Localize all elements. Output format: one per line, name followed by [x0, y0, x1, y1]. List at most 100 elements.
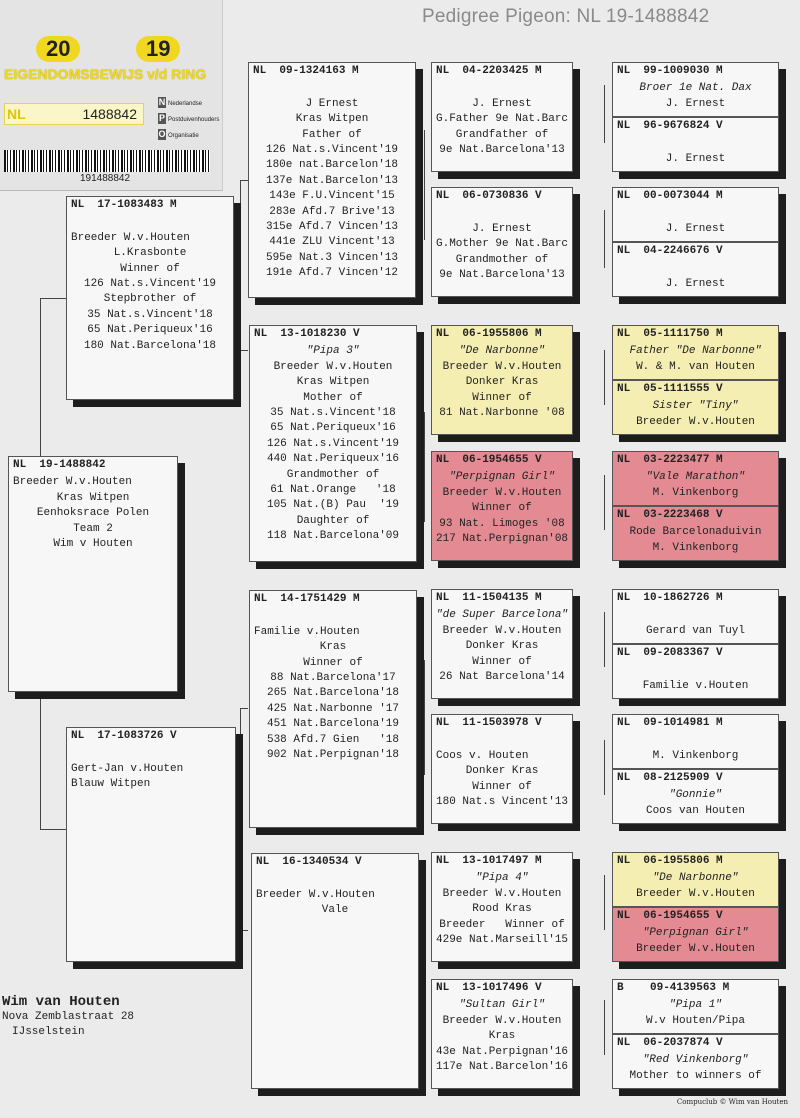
- pigeon-card-sds: NL 06-1955806 M"De Narbonne"Breeder W.v.…: [431, 325, 573, 435]
- pigeon-info-line: Breeder Winner of: [439, 918, 565, 931]
- pigeon-info-line: 126 Nat.s.Vincent'19: [266, 437, 400, 450]
- pigeon-info-line: "Perpignan Girl": [449, 471, 555, 484]
- pigeon-info-line: "Sultan Girl": [459, 999, 545, 1012]
- pigeon-info-line: Breeder W.v.Houten: [442, 1014, 562, 1027]
- pigeon-info-line: Stepbrother of: [103, 293, 197, 306]
- page-title: Pedigree Pigeon: NL 19-1488842: [422, 6, 710, 27]
- pigeon-card-sdd: NL 06-1954655 V"Perpignan Girl"Breeder W…: [431, 451, 573, 561]
- pigeon-info-line: 93 Nat. Limoges '08: [439, 517, 565, 530]
- pigeon-info-line: [617, 206, 774, 221]
- pigeon-info-line: Wim v Houten: [53, 538, 133, 551]
- pigeon-info-line: 265 Nat.Barcelona'18: [266, 687, 400, 700]
- pigeon-info-line: G.Father 9e Nat.Barc: [436, 113, 569, 126]
- pigeon-info-line: 9e Nat.Barcelona'13: [439, 144, 565, 157]
- pigeon-info-line: Winner of: [303, 656, 363, 669]
- pigeon-card-dss: NL 11-1504135 M"de Super Barcelona"Breed…: [431, 589, 573, 699]
- pigeon-card-g4_3: NL 00-0073044 M J. Ernest: [612, 187, 779, 242]
- pigeon-info-line: Rode Barcelonaduivin: [629, 526, 762, 539]
- pigeon-info-line: J. Ernest: [665, 277, 726, 290]
- ring-id: NL 06-1954655 V: [617, 910, 723, 922]
- pigeon-info-line: 180e nat.Barcelon'18: [265, 159, 399, 172]
- connector-line: [424, 130, 425, 240]
- ring-id: NL 04-2246676 V: [617, 245, 723, 257]
- pigeon-info-line: Gert-Jan v.Houten: [71, 762, 184, 775]
- pigeon-card-g4_15: B 09-4139563 M"Pipa 1"W.v Houten/Pipa: [612, 979, 779, 1034]
- pigeon-info-line: "Pipa 1": [669, 999, 722, 1012]
- pigeon-info-line: 441e ZLU Vincent'13: [269, 236, 395, 249]
- pigeon-info-line: [617, 663, 774, 678]
- pigeon-info-line: Donker Kras: [465, 376, 539, 389]
- pigeon-info-line: Winner of: [472, 655, 532, 668]
- pigeon-info-line: Winner of: [472, 502, 532, 515]
- ring-id: NL 11-1503978 V: [436, 717, 542, 729]
- pigeon-info-line: 65 Nat.Periqueux'16: [270, 422, 396, 435]
- pigeon-info-line: G.Mother 9e Nat.Barc: [436, 238, 569, 251]
- pigeon-card-g4_10: NL 09-2083367 V Familie v.Houten: [612, 644, 779, 699]
- pigeon-info-line: Winner of: [472, 780, 532, 793]
- ring-id: NL 16-1340534 V: [256, 856, 362, 868]
- ring-id: NL 09-1014981 M: [617, 717, 723, 729]
- ring-id: NL 06-1955806 M: [617, 855, 723, 867]
- ring-id: NL 05-1111555 V: [617, 383, 723, 395]
- connector-line: [240, 708, 241, 933]
- pigeon-info-line: [436, 206, 568, 221]
- connector-line: [604, 1000, 605, 1055]
- ring-id: NL 13-1018230 V: [254, 328, 360, 340]
- pigeon-info-line: 81 Nat.Narbonne '08: [439, 407, 565, 420]
- pigeon-info-line: 9e Nat.Barcelona'13: [439, 269, 565, 282]
- pigeon-info-line: [254, 609, 412, 624]
- pigeon-info-line: 118 Nat.Barcelona'09: [266, 530, 400, 543]
- owner-block: Wim van Houten Nova Zemblastraat 28 IJss…: [2, 994, 134, 1040]
- ring-id: NL 13-1017497 M: [436, 855, 542, 867]
- pigeon-info-line: Winner of: [120, 262, 180, 275]
- connector-line: [40, 829, 66, 830]
- pigeon-info-line: [71, 746, 231, 761]
- pigeon-info-line: Breeder W.v.Houten: [273, 360, 393, 373]
- pigeon-info-line: J. Ernest: [665, 152, 726, 165]
- pigeon-info-line: L.Krasbonte: [113, 247, 187, 260]
- connector-line: [604, 740, 605, 795]
- pigeon-card-dds: NL 13-1017497 M"Pipa 4"Breeder W.v.Houte…: [431, 852, 573, 962]
- pigeon-info-line: Breeder W.v.Houten: [442, 624, 562, 637]
- ring-id: NL 06-1954655 V: [436, 454, 542, 466]
- pigeon-info-line: Father "De Narbonne": [629, 345, 762, 358]
- ring-id: NL 17-1083483 M: [71, 199, 177, 211]
- pigeon-info-line: "Pipa 4": [475, 872, 529, 885]
- pigeon-info-line: Kras Witpen: [295, 113, 369, 126]
- connector-line: [240, 350, 248, 351]
- pigeon-info-line: 429e Nat.Marseill'15: [436, 934, 569, 947]
- pigeon-info-line: 61 Nat.Orange '18: [270, 484, 396, 497]
- pigeon-info-line: 117e Nat.Barcelon'16: [436, 1061, 569, 1074]
- ring-id: NL 08-2125909 V: [617, 772, 723, 784]
- pigeon-info-line: "de Super Barcelona": [436, 609, 569, 622]
- pigeon-card-g4_11: NL 09-1014981 M M. Vinkenborg: [612, 714, 779, 769]
- pigeon-info-line: Eenhoksrace Polen: [36, 507, 150, 520]
- pigeon-info-line: W.v Houten/Pipa: [645, 1014, 746, 1027]
- pigeon-info-line: Gerard van Tuyl: [645, 624, 746, 637]
- pigeon-info-line: 451 Nat.Barcelona'19: [266, 718, 400, 731]
- pigeon-info-line: [436, 733, 568, 748]
- pigeon-info-line: "Perpignan Girl": [642, 927, 749, 940]
- barcode-number: 191488842: [80, 173, 131, 184]
- pigeon-info-line: Breeder W.v.Houten: [256, 888, 375, 901]
- connector-line: [40, 298, 41, 458]
- owner-name: Wim van Houten: [2, 994, 120, 1010]
- connector-line: [424, 930, 425, 1040]
- ring-country: NL: [7, 106, 26, 122]
- ring-id: NL 09-2083367 V: [617, 647, 723, 659]
- pigeon-info-line: 88 Nat.Barcelona'17: [270, 672, 396, 685]
- connector-line: [604, 85, 605, 143]
- connector-line: [40, 692, 41, 829]
- pigeon-info-line: [617, 733, 774, 748]
- pigeon-info-line: 180 Nat.s Vincent'13: [436, 796, 569, 809]
- pigeon-info-line: "De Narbonne": [459, 345, 545, 358]
- pigeon-card-g4_2: NL 96-9676824 V J. Ernest: [612, 117, 779, 172]
- pigeon-info-line: 105 Nat.(B) Pau '19: [266, 499, 400, 512]
- pigeon-info-line: Sister "Tiny": [652, 400, 739, 413]
- pigeon-info-line: Mother to winners of: [629, 1069, 762, 1082]
